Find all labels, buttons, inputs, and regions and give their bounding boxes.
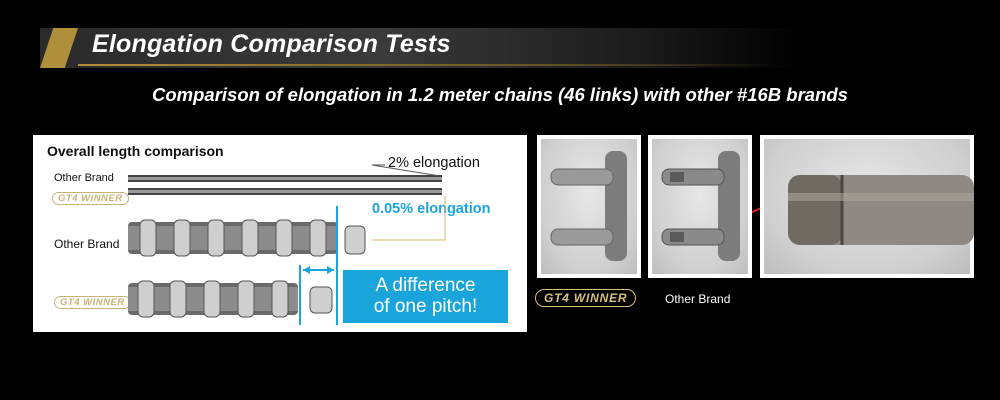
photo-other-brand-pin	[648, 135, 752, 278]
page-title: Elongation Comparison Tests	[92, 30, 451, 58]
large-chain-other-brand	[128, 219, 366, 257]
other-brand-caption: Other Brand	[665, 292, 731, 306]
winner-logo-small-1: GT4 WINNER	[52, 188, 129, 206]
leader-line-2pct	[371, 164, 441, 177]
page-subtitle: Comparison of elongation in 1.2 meter ch…	[152, 84, 848, 105]
title-bar	[40, 28, 800, 68]
large-chain-winner	[128, 280, 333, 318]
title-underline	[78, 64, 778, 66]
elongation-other-label: 2% elongation	[388, 155, 480, 171]
winner-logo-text: GT4 WINNER	[52, 192, 129, 205]
photo-pin-closeup	[760, 135, 974, 278]
winner-logo-large: GT4 WINNER	[535, 289, 637, 307]
small-chain-winner	[128, 188, 442, 195]
callout-line-2: of one pitch!	[373, 296, 478, 317]
one-pitch-callout: A difference of one pitch!	[343, 270, 508, 323]
small-chain-other-brand	[128, 175, 442, 182]
winner-logo-text: GT4 WINNER	[54, 296, 131, 309]
winner-logo-small-2: GT4 WINNER	[54, 292, 131, 310]
photo-winner-pin	[537, 135, 641, 278]
other-brand-label-large: Other Brand	[54, 237, 120, 251]
other-brand-label-small: Other Brand	[54, 172, 114, 184]
leader-line-005	[372, 196, 446, 241]
length-comparison-title: Overall length comparison	[47, 143, 224, 159]
callout-line-1: A difference	[375, 275, 476, 296]
elongation-winner-label: 0.05% elongation	[372, 201, 491, 217]
